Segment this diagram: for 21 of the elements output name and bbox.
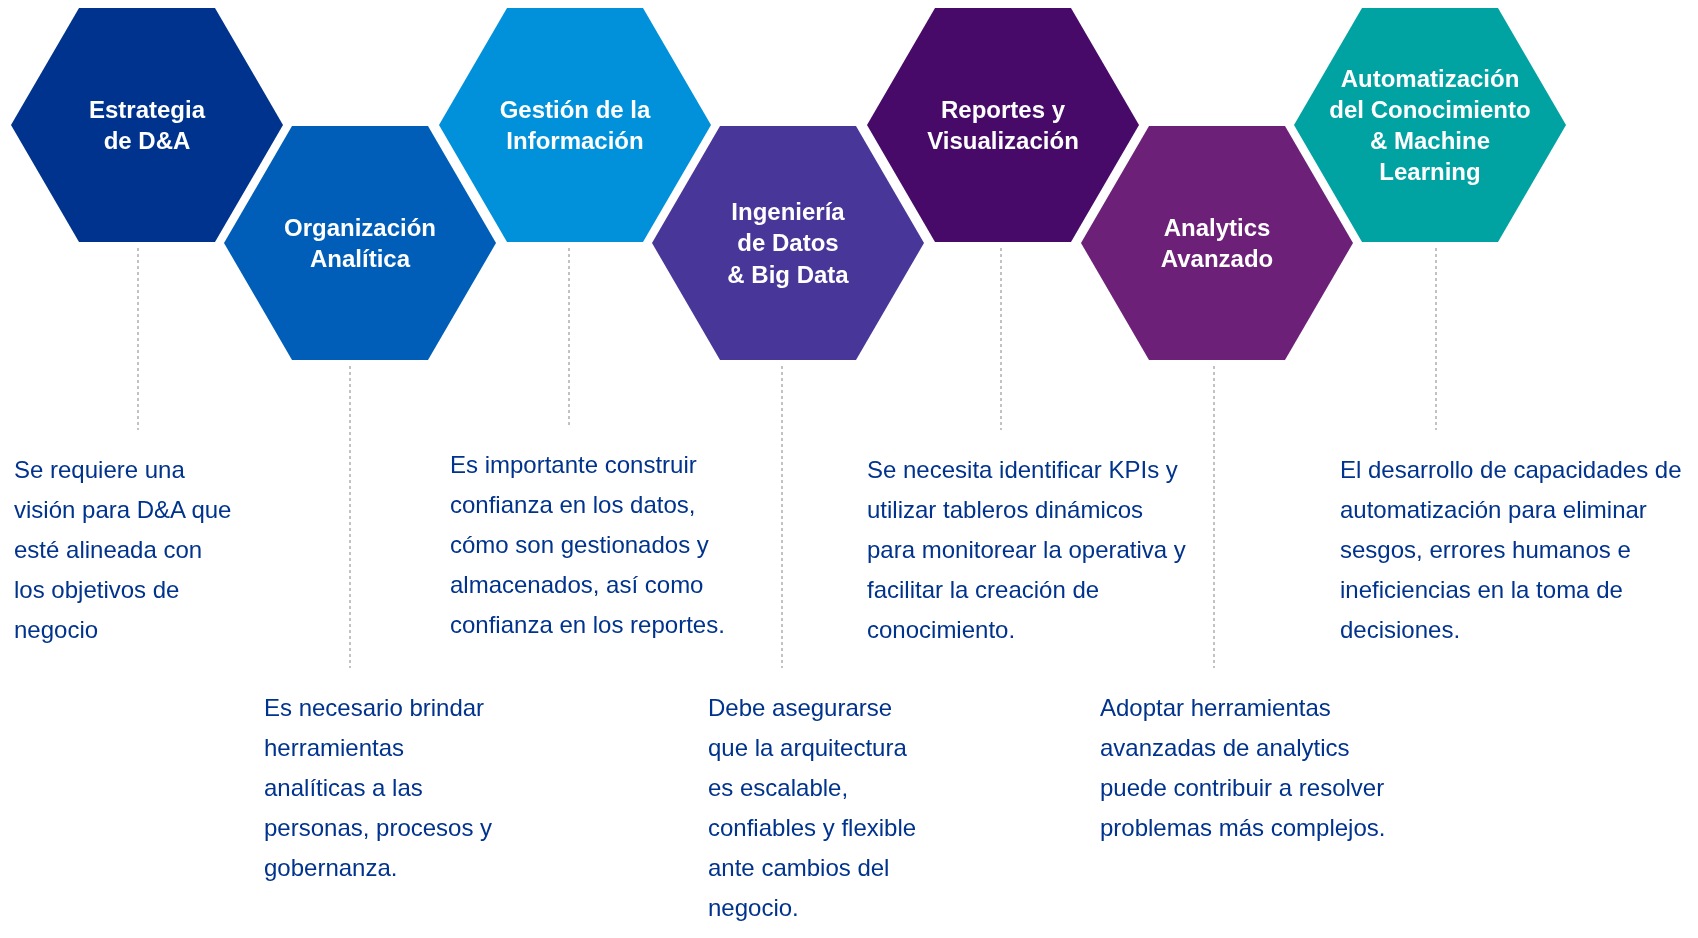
hexagon-label: Ingeniería de Datos & Big Data xyxy=(726,197,850,290)
leader-line xyxy=(1000,247,1002,431)
hexagon-label: Estrategia de D&A xyxy=(87,94,207,156)
description-text: Adoptar herramientas avanzadas de analytics puede contribuir a resolver problemas más complejos. xyxy=(1100,688,1390,848)
leader-line xyxy=(1435,247,1437,431)
description-text: Es importante construir confianza en los datos, cómo son gestionados y almacenados, así como confianza en los reportes. xyxy=(450,445,740,645)
description-text: El desarrollo de capacidades de automatización para eliminar sesgos, errores humanos e ineficiencias en la toma de decisiones. xyxy=(1340,450,1690,650)
description-text: Es necesario brindar herramientas analíticas a las personas, procesos y gobernanza. xyxy=(264,688,499,888)
hexagon-label: Automatización del Conocimiento & Machine Learning xyxy=(1328,63,1532,188)
description-text: Se necesita identificar KPIs y utilizar tableros dinámicos para monitorear la operativa y facilitar la creación de conocimiento. xyxy=(867,450,1187,650)
leader-line xyxy=(1213,365,1215,669)
leader-line xyxy=(568,247,570,426)
leader-line xyxy=(349,365,351,669)
hexagon-label: Analytics Avanzado xyxy=(1159,212,1275,274)
leader-line xyxy=(137,247,139,431)
hexagon-label: Reportes y Visualización xyxy=(926,94,1080,156)
description-text: Debe asegurarse que la arquitectura es escalable, confiables y flexible ante cambios del negocio. xyxy=(708,688,938,928)
hexagon-label: Gestión de la Información xyxy=(498,94,652,156)
leader-line xyxy=(781,365,783,669)
description-text: Se requiere una visión para D&A que esté alineada con los objetivos de negocio xyxy=(14,450,239,650)
hexagon-label: Organización Analítica xyxy=(283,212,437,274)
